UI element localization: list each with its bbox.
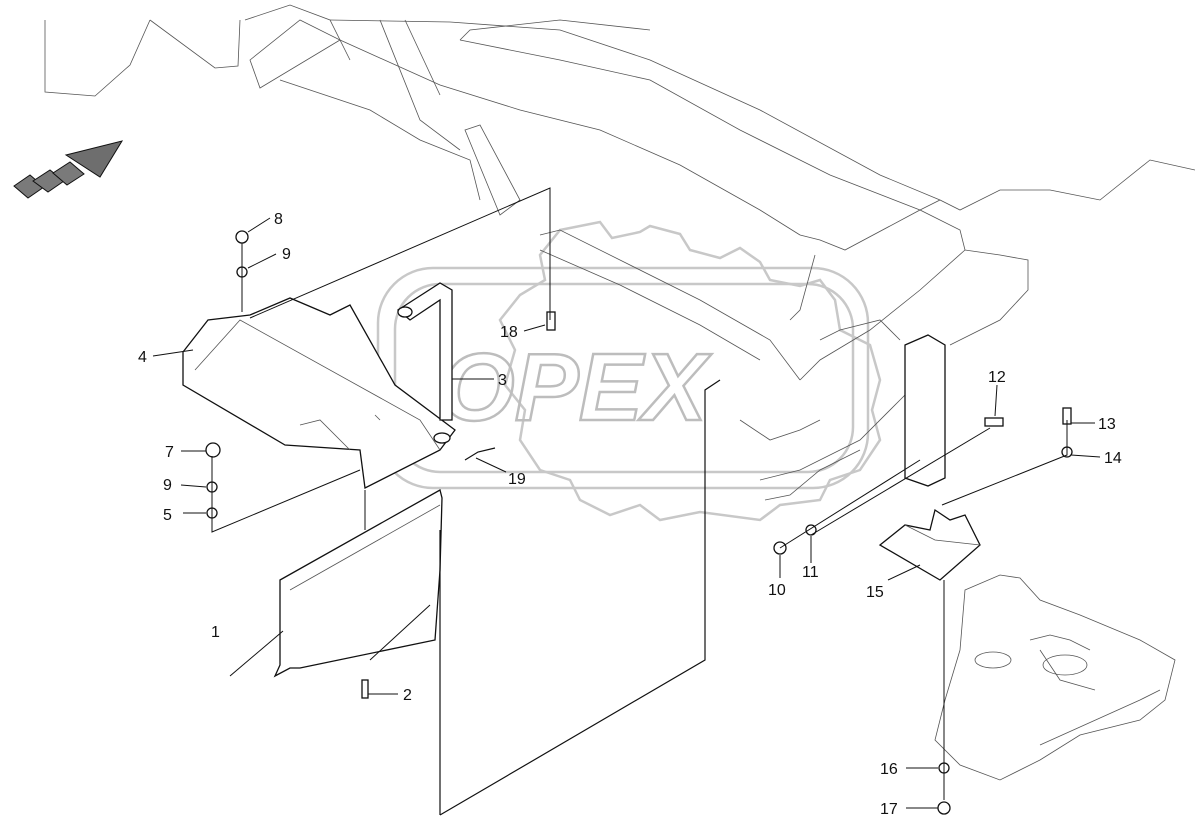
callout-19: 19 bbox=[508, 471, 526, 488]
machine-frame bbox=[44, 4, 1195, 501]
callout-8: 8 bbox=[274, 211, 283, 228]
callout-15: 15 bbox=[866, 584, 884, 601]
part-1-plate bbox=[273, 489, 443, 678]
assembly-lines bbox=[211, 187, 1068, 800]
callout-2: 2 bbox=[403, 687, 412, 704]
callout-13: 13 bbox=[1098, 416, 1116, 433]
callout-17: 17 bbox=[880, 801, 898, 818]
large-panel bbox=[439, 379, 721, 816]
callout-9a: 9 bbox=[163, 477, 172, 494]
callout-11: 11 bbox=[802, 564, 819, 581]
callout-3: 3 bbox=[498, 372, 507, 389]
callout-9b: 9 bbox=[282, 246, 291, 263]
callout-12: 12 bbox=[988, 369, 1006, 386]
callout-16: 16 bbox=[880, 761, 898, 778]
support-post bbox=[904, 334, 946, 487]
watermark-logo: OPEX bbox=[440, 334, 712, 441]
callouts: 1 2 3 4 5 7 8 9 9 10 11 12 13 14 15 16 1… bbox=[138, 211, 1122, 818]
callout-leaders bbox=[152, 217, 1101, 809]
direction-arrow-icon bbox=[13, 140, 124, 199]
callout-7: 7 bbox=[165, 444, 174, 461]
callout-14: 14 bbox=[1104, 450, 1122, 467]
part-3-handle bbox=[396, 282, 453, 444]
callout-1: 1 bbox=[211, 624, 220, 641]
callout-4: 4 bbox=[138, 349, 147, 366]
rear-base bbox=[934, 574, 1176, 781]
callout-10: 10 bbox=[768, 582, 786, 599]
callout-5: 5 bbox=[163, 507, 172, 524]
part-15-bracket bbox=[878, 508, 981, 581]
fasteners bbox=[205, 230, 1073, 815]
callout-18: 18 bbox=[500, 324, 518, 341]
part-4-cover bbox=[182, 297, 456, 489]
